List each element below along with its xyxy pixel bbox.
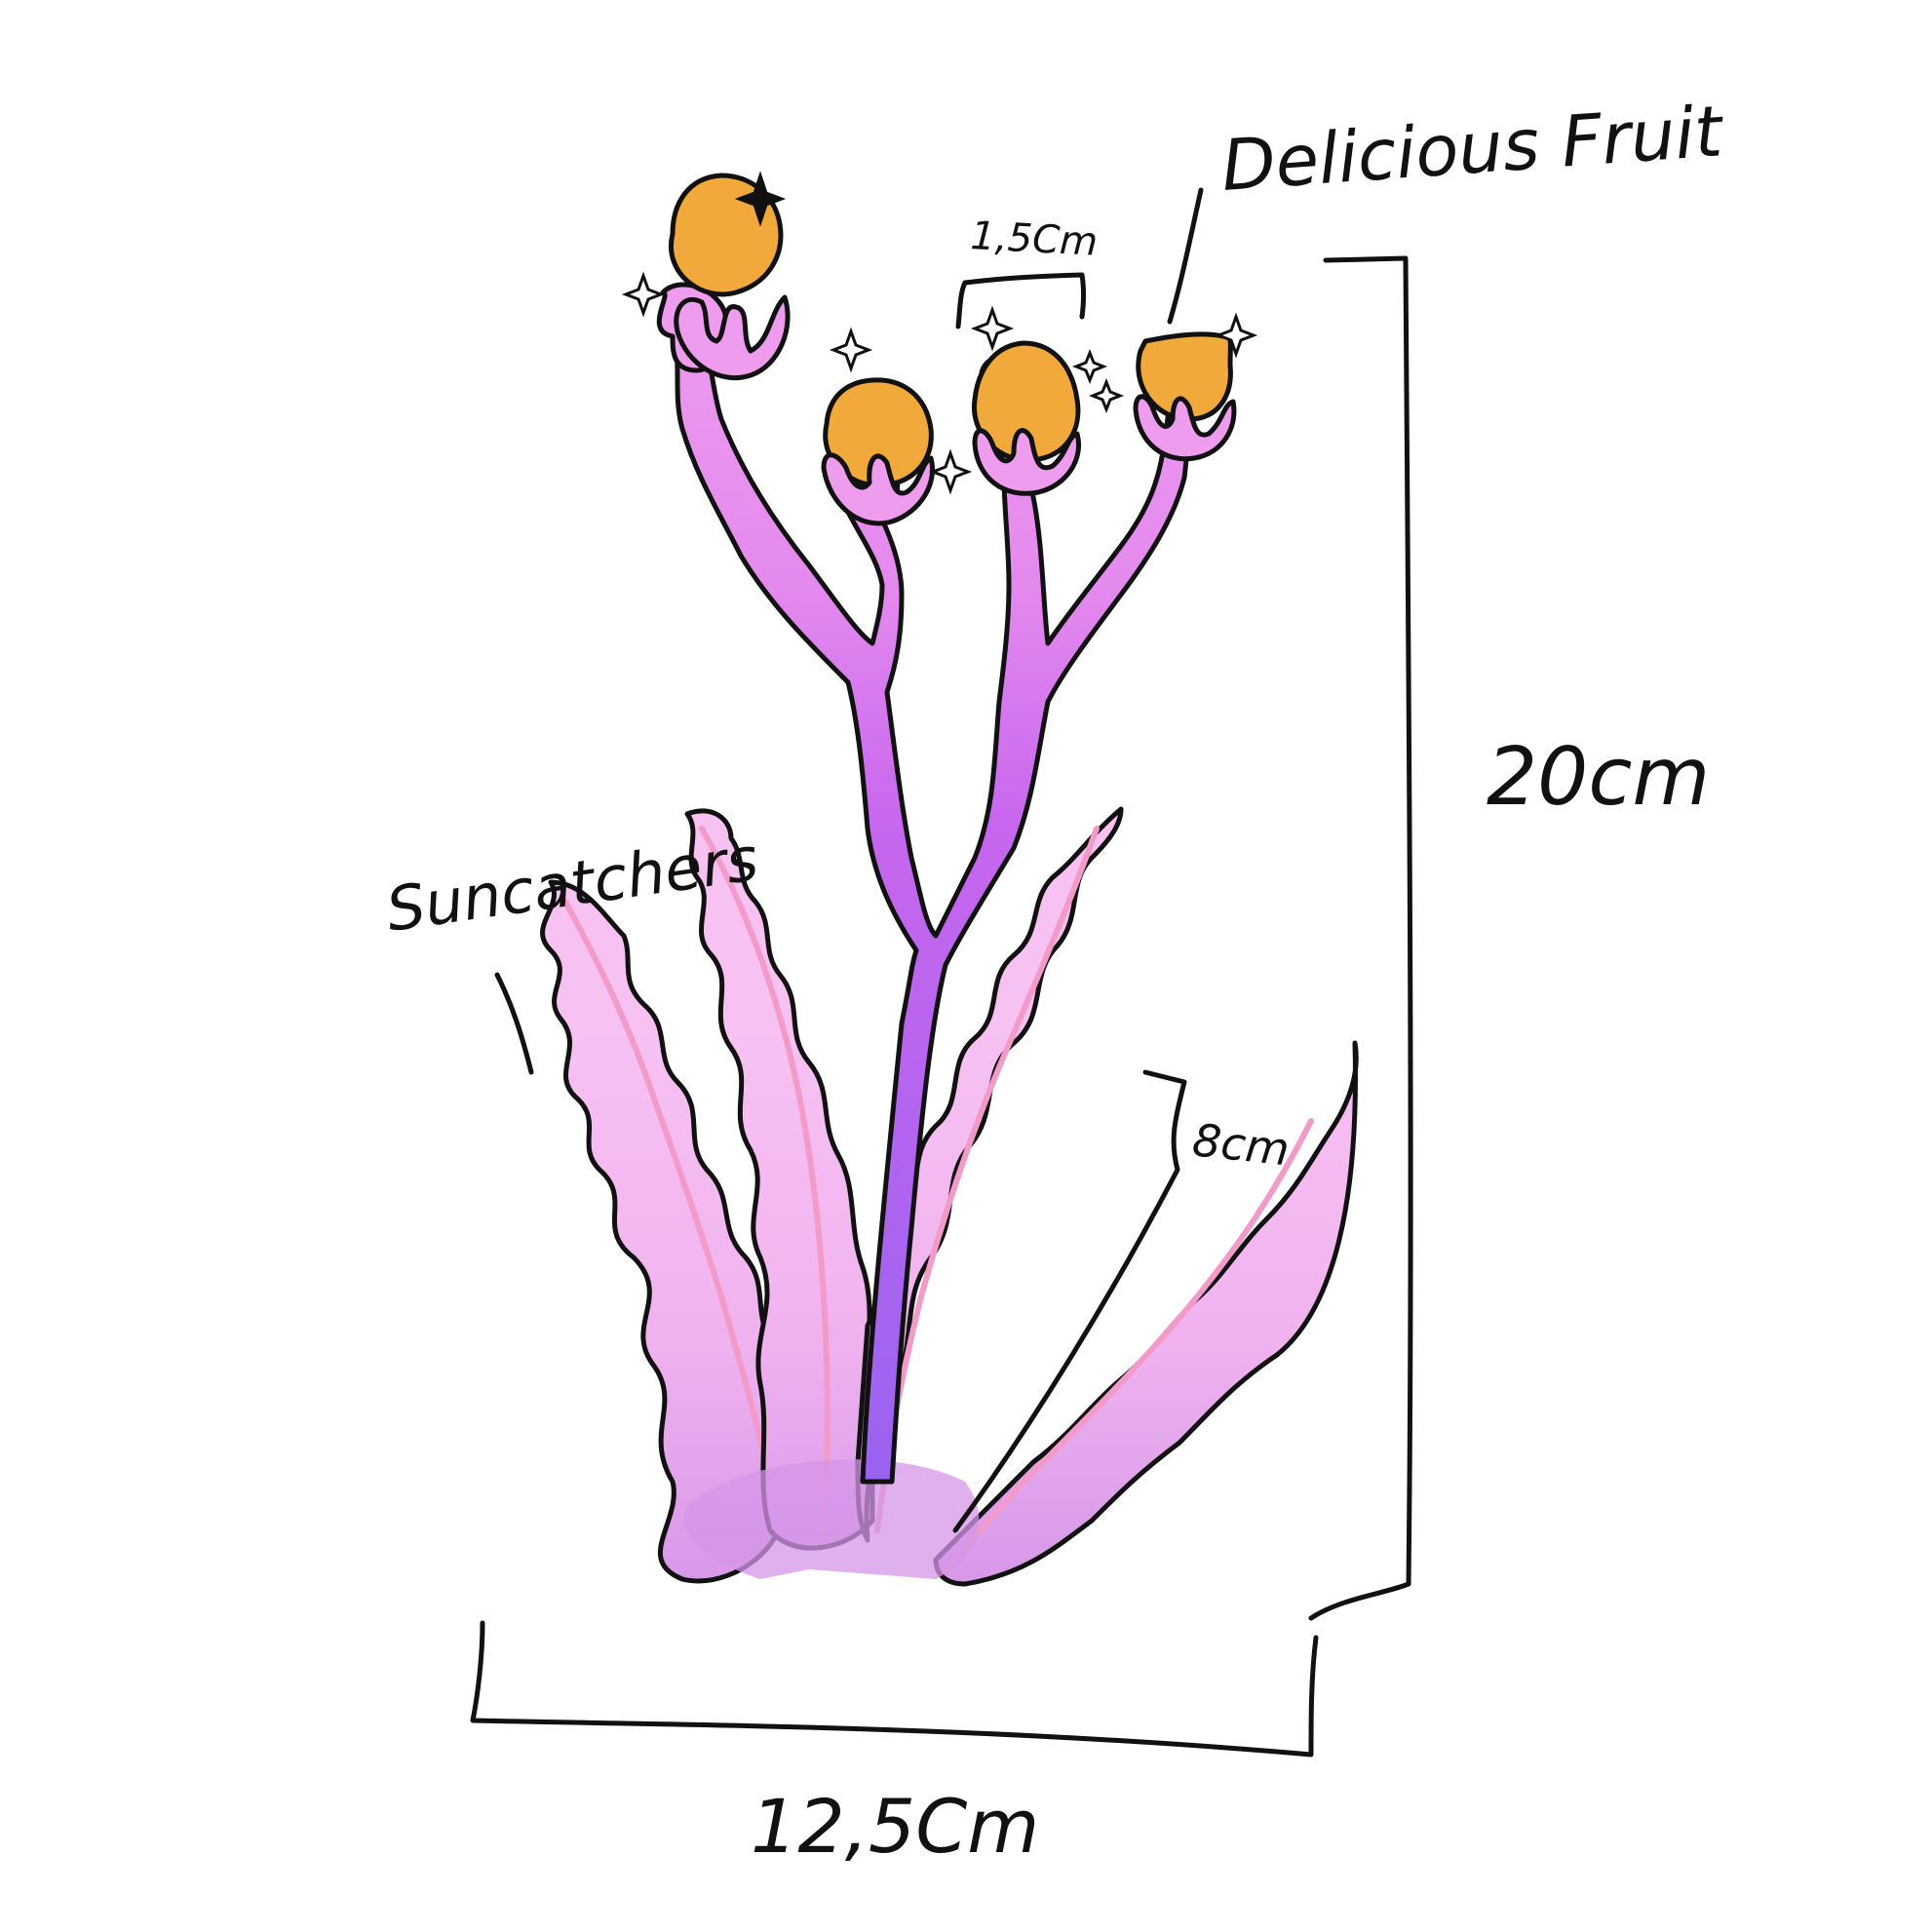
fruit-1-hand xyxy=(674,294,791,381)
height-label: 20cm xyxy=(1487,731,1710,824)
leaf-4-vein xyxy=(943,1118,1314,1572)
leaf-base xyxy=(683,1459,980,1579)
sparkle-icon xyxy=(621,271,666,318)
leaf-1-vein xyxy=(562,899,783,1524)
fruit-4 xyxy=(1136,331,1233,422)
leaf-2-vein xyxy=(699,826,831,1533)
sparkle-icon xyxy=(928,448,973,495)
fruit-spacing-bracket xyxy=(955,272,1086,329)
sparkle-icon xyxy=(1214,312,1258,359)
width-label: 12,5Cm xyxy=(751,1783,1039,1870)
sparkles xyxy=(621,171,1258,495)
width-bracket xyxy=(470,1620,1319,1758)
leaves-pointer xyxy=(494,972,534,1075)
leaf-length-label: 8cm xyxy=(1190,1113,1292,1176)
height-bracket xyxy=(1308,255,1413,1621)
fruit-spacing-label: 1,5Cm xyxy=(969,213,1099,265)
dimension-lines xyxy=(470,187,1413,1758)
fruit-pointer xyxy=(1167,187,1204,325)
suncatcher-leaves xyxy=(540,806,1359,1587)
leaf-4 xyxy=(933,1040,1359,1587)
fruit-3 xyxy=(971,340,1081,463)
leaf-1 xyxy=(540,879,797,1584)
sparkle-icon xyxy=(970,305,1015,352)
fruits xyxy=(669,173,1237,526)
fruit-label: Delicious Fruit xyxy=(1218,90,1727,207)
fruit-3-hand xyxy=(972,428,1081,496)
sparkle-icon xyxy=(1088,377,1125,414)
stem-body xyxy=(670,319,1197,1485)
sparkle-icon xyxy=(829,327,873,373)
fruit-4-hand xyxy=(1133,394,1237,462)
fruit-2-hand xyxy=(821,452,935,526)
leaf-length-bracket xyxy=(952,1069,1187,1533)
sparkle-icon xyxy=(1071,348,1108,385)
sparkle-icon xyxy=(734,171,787,227)
